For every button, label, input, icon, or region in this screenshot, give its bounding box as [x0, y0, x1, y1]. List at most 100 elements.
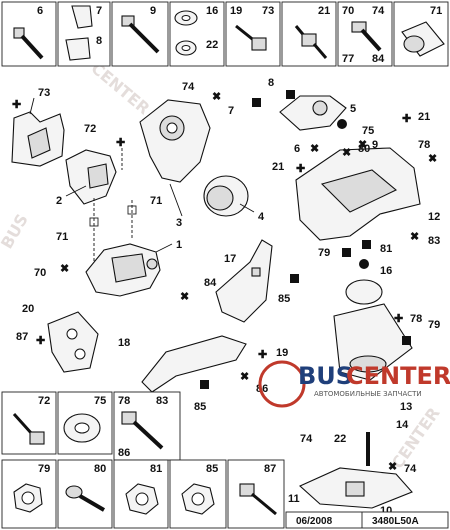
fastener-cell-81[interactable]	[113, 459, 169, 529]
callout-85: 85	[278, 293, 290, 305]
fastener-cell-label: 6	[37, 5, 43, 17]
top-fastener-strip: 6 7 8 9 16 22 19 73	[1, 1, 449, 67]
fastener-cell-78[interactable]	[113, 391, 181, 461]
fastener-cell-6[interactable]	[1, 1, 57, 67]
fastener-cell-label: 87	[264, 463, 276, 475]
callout-14: 14	[396, 419, 409, 431]
svg-text:✖: ✖	[410, 231, 419, 243]
callout-72: 72	[84, 123, 96, 135]
svg-text:✖: ✖	[240, 371, 249, 383]
part-marker-16	[359, 259, 369, 269]
callout-75: 75	[362, 125, 374, 137]
callout-11: 11	[288, 493, 300, 505]
watermark-text-2: CENTER	[87, 59, 153, 119]
callout-78: 78	[410, 313, 422, 325]
svg-text:✖: ✖	[428, 153, 437, 165]
bracket-3	[139, 99, 211, 183]
stud-icon	[294, 25, 328, 59]
svg-text:✖: ✖	[358, 139, 367, 151]
callout-71: 71	[150, 195, 162, 207]
fastener-cell-label: 71	[430, 5, 442, 17]
callout-2: 2	[56, 195, 62, 207]
callout-18: 18	[118, 337, 130, 349]
callout-9: 9	[372, 139, 378, 151]
part-marker-79	[342, 248, 351, 257]
svg-text:✚: ✚	[296, 163, 305, 175]
bolt-icon	[351, 21, 382, 52]
brand-tagline: АВТОМОБИЛЬНЫЕ ЗАПЧАСТИ	[314, 390, 422, 398]
svg-text:✚: ✚	[116, 137, 125, 149]
callout-84: 84	[204, 277, 217, 289]
fastener-cell-label: 9	[150, 5, 156, 17]
callout-16: 16	[380, 265, 392, 277]
svg-text:✖: ✖	[212, 91, 221, 103]
callout-22: 22	[334, 433, 346, 445]
svg-text:✚: ✚	[36, 335, 45, 347]
part-marker-81	[362, 240, 371, 249]
callout-80: 80	[358, 143, 370, 155]
svg-text:✖: ✖	[342, 147, 351, 159]
fastener-cell-label: 73	[262, 5, 274, 17]
callout-20: 20	[22, 303, 34, 315]
callout-87: 87	[16, 331, 28, 343]
footer-box	[285, 511, 449, 529]
callout-17: 17	[224, 253, 236, 265]
callout-85: 85	[194, 401, 206, 413]
fastener-cell-label: 22	[206, 39, 218, 51]
part-marker-85	[290, 274, 299, 283]
callout-1: 1	[176, 239, 182, 251]
callout-12: 12	[428, 211, 440, 223]
callout-83: 83	[428, 235, 440, 247]
svg-text:✚: ✚	[258, 349, 267, 361]
callout-74: 74	[182, 81, 195, 93]
bolt-icon	[65, 485, 106, 512]
fastener-cell-label: 80	[94, 463, 106, 475]
svg-text:✖: ✖	[388, 461, 397, 473]
callout-79: 79	[428, 319, 440, 331]
brand-logo-ring	[258, 360, 306, 408]
fastener-cell-72[interactable]	[1, 391, 57, 455]
part-marker-75	[337, 119, 347, 129]
callout-81: 81	[380, 243, 392, 255]
fastener-cell-label: 83	[156, 395, 168, 407]
fastener-cell-label: 72	[38, 395, 50, 407]
bolt-icon	[12, 412, 45, 445]
fastener-cell-label: 85	[206, 463, 218, 475]
callout-21: 21	[418, 111, 430, 123]
footer-date: 06/2008	[296, 516, 333, 527]
fastener-cell-label: 16	[206, 5, 218, 17]
fastener-cell-87[interactable]	[227, 459, 285, 529]
rail-18	[141, 335, 247, 393]
callout-4: 4	[258, 211, 265, 223]
fastener-cell-label: 77	[342, 53, 354, 65]
callout-71: 71	[56, 231, 68, 243]
callout-70: 70	[34, 267, 46, 279]
bolt-icon	[239, 483, 277, 516]
callout-74: 74	[300, 433, 313, 445]
clip-icon	[71, 5, 93, 29]
fastener-cell-label: 75	[94, 395, 106, 407]
svg-text:✚: ✚	[402, 113, 411, 125]
bolt-icon	[121, 411, 164, 450]
main-assembly: 73 ✚ 2 72 ✚ 71 71 1 70 ✖ 74 ✖ 3	[11, 77, 440, 517]
fastener-cell-19[interactable]	[225, 1, 281, 67]
callout-3: 3	[176, 217, 182, 229]
callout-13: 13	[400, 401, 412, 413]
fastener-cell-label: 21	[318, 5, 330, 17]
fastener-cell-label: 78	[118, 395, 130, 407]
callout-7: 7	[228, 105, 234, 117]
brand-name-left: BUS	[298, 362, 353, 390]
callout-21: 21	[272, 161, 284, 173]
bushing-icon	[401, 21, 445, 57]
part-marker-8	[286, 90, 295, 99]
footer: 06/2008 3480L50A	[285, 511, 449, 529]
mount-13-top	[345, 279, 383, 305]
callout-74: 74	[404, 463, 417, 475]
bracket-17	[215, 239, 273, 323]
callout-6: 6	[294, 143, 300, 155]
callout-73: 73	[38, 87, 50, 99]
bottom-fastener-grid: 72 75 78 83 86 79 80 81 8	[1, 391, 285, 529]
svg-text:✖: ✖	[180, 291, 189, 303]
callout-79: 79	[318, 247, 330, 259]
